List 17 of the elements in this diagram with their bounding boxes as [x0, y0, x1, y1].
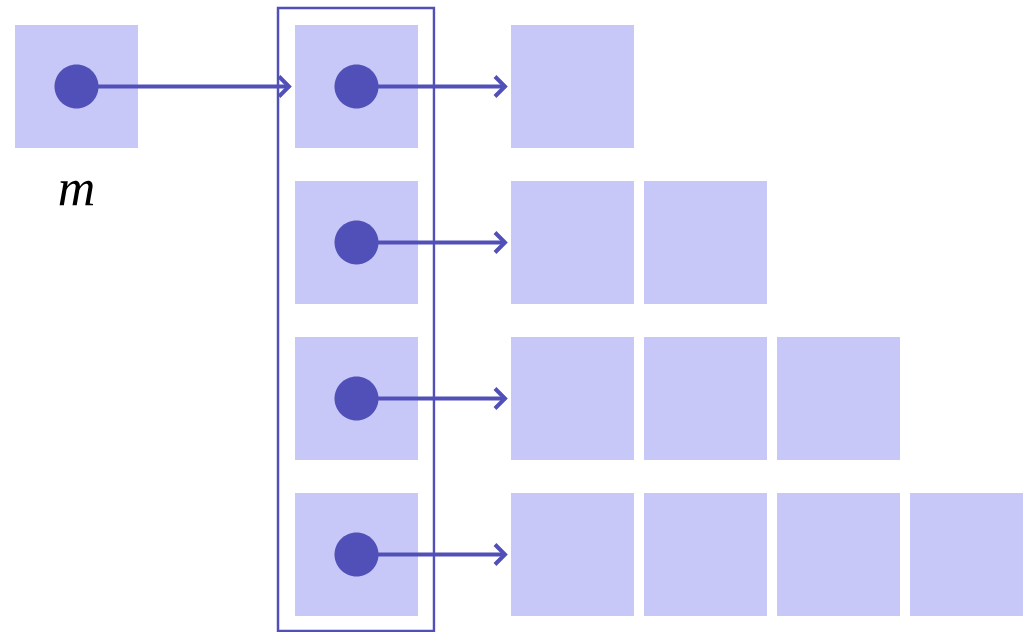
square-cell [644, 181, 767, 304]
pointer-arrow [54, 64, 292, 109]
square-cell [644, 337, 767, 460]
square-cell [511, 25, 634, 148]
square-cell [511, 181, 634, 304]
square-cell [644, 493, 767, 616]
square-cell [777, 337, 900, 460]
square-cell [511, 337, 634, 460]
square-cell [777, 493, 900, 616]
pointer-arrow [334, 532, 508, 577]
column-frame [276, 6, 436, 632]
pointer-arrow [334, 376, 508, 421]
pointer-arrow [334, 220, 508, 265]
square-cell [511, 493, 634, 616]
pointer-arrow [334, 64, 508, 109]
variable-label: m [59, 180, 94, 206]
square-cell [910, 493, 1023, 616]
